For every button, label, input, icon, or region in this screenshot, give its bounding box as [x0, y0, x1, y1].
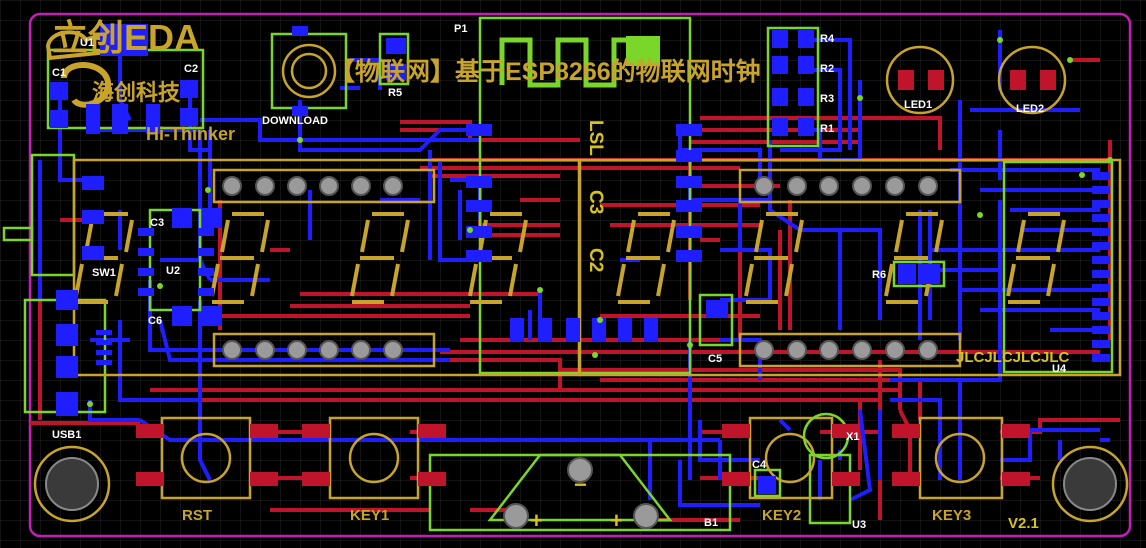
display-right-frame: [578, 158, 1122, 377]
label-b1: B1: [704, 517, 718, 529]
download-button-outline: [270, 32, 348, 110]
label-u3: U3: [852, 519, 866, 531]
label-download: DOWNLOAD: [262, 115, 328, 127]
chip-marks: JLCJLCJLCJLC: [956, 349, 1070, 366]
label-rst: RST: [182, 507, 212, 524]
vias: [87, 37, 1113, 407]
key1-button-outline: [328, 416, 420, 500]
vertical-mark-lsl: LSL: [585, 120, 606, 156]
label-sw1: SW1: [92, 267, 116, 279]
version-label: V2.1: [1008, 515, 1039, 532]
mount-hole-left: [33, 445, 111, 523]
esp-module-outline: [478, 16, 692, 375]
label-r3: R3: [820, 93, 834, 105]
label-led2: LED2: [1016, 103, 1044, 115]
label-x1: X1: [846, 431, 859, 443]
label-led1: LED1: [904, 99, 932, 111]
label-r2: R2: [820, 63, 834, 75]
u3-outline: [808, 453, 852, 525]
label-r6: R6: [872, 269, 886, 281]
label-u2: U2: [166, 265, 180, 277]
label-usb1: USB1: [52, 429, 81, 441]
label-key1: KEY1: [350, 507, 389, 524]
battery-plus-1: +: [530, 508, 543, 533]
label-key2: KEY2: [762, 507, 801, 524]
label-key3: KEY3: [932, 507, 971, 524]
board-title: 【物联网】基于ESP8266的物联网时钟: [330, 57, 761, 86]
label-p1: P1: [454, 23, 467, 35]
through-hole-pins: [222, 176, 938, 529]
label-r4: R4: [820, 33, 835, 45]
key3-button-outline: [918, 416, 1004, 500]
label-u1: U1: [80, 37, 94, 49]
rst-button-outline: [160, 416, 252, 500]
battery-minus: −: [574, 472, 587, 497]
logo-english: Hi-Thinker: [146, 124, 235, 144]
label-c1: C1: [52, 67, 66, 79]
label-r1: R1: [820, 123, 834, 135]
logo-subtitle: 海创科技: [92, 80, 181, 105]
label-c2: C2: [184, 63, 198, 75]
led2-ring: [997, 45, 1067, 115]
vertical-mark-c2: C2: [585, 248, 606, 272]
logo-swirl-icon: [61, 62, 111, 108]
logo-text: 立创EDA: [52, 17, 200, 58]
label-c3: C3: [150, 217, 164, 229]
mount-hole-left-pad: [45, 457, 99, 511]
label-r5: R5: [388, 87, 402, 99]
silkscreen-layer: [33, 30, 1129, 523]
u4-outline: [1002, 160, 1114, 374]
mount-hole-right-pad: [1063, 457, 1117, 511]
label-c4: C4: [752, 459, 767, 471]
label-u4: U4: [1052, 363, 1067, 375]
board-outline: [28, 12, 1132, 538]
battery-plus-2: +: [610, 508, 623, 533]
esp-antenna: [499, 37, 660, 88]
mount-hole-right: [1051, 445, 1129, 523]
seven-seg-digits: [74, 212, 1066, 304]
pads: [50, 24, 1110, 494]
vertical-mark-c3: C3: [585, 190, 606, 214]
led1-ring: [885, 45, 955, 115]
label-c6: C6: [148, 315, 162, 327]
label-c5: C5: [708, 353, 722, 365]
